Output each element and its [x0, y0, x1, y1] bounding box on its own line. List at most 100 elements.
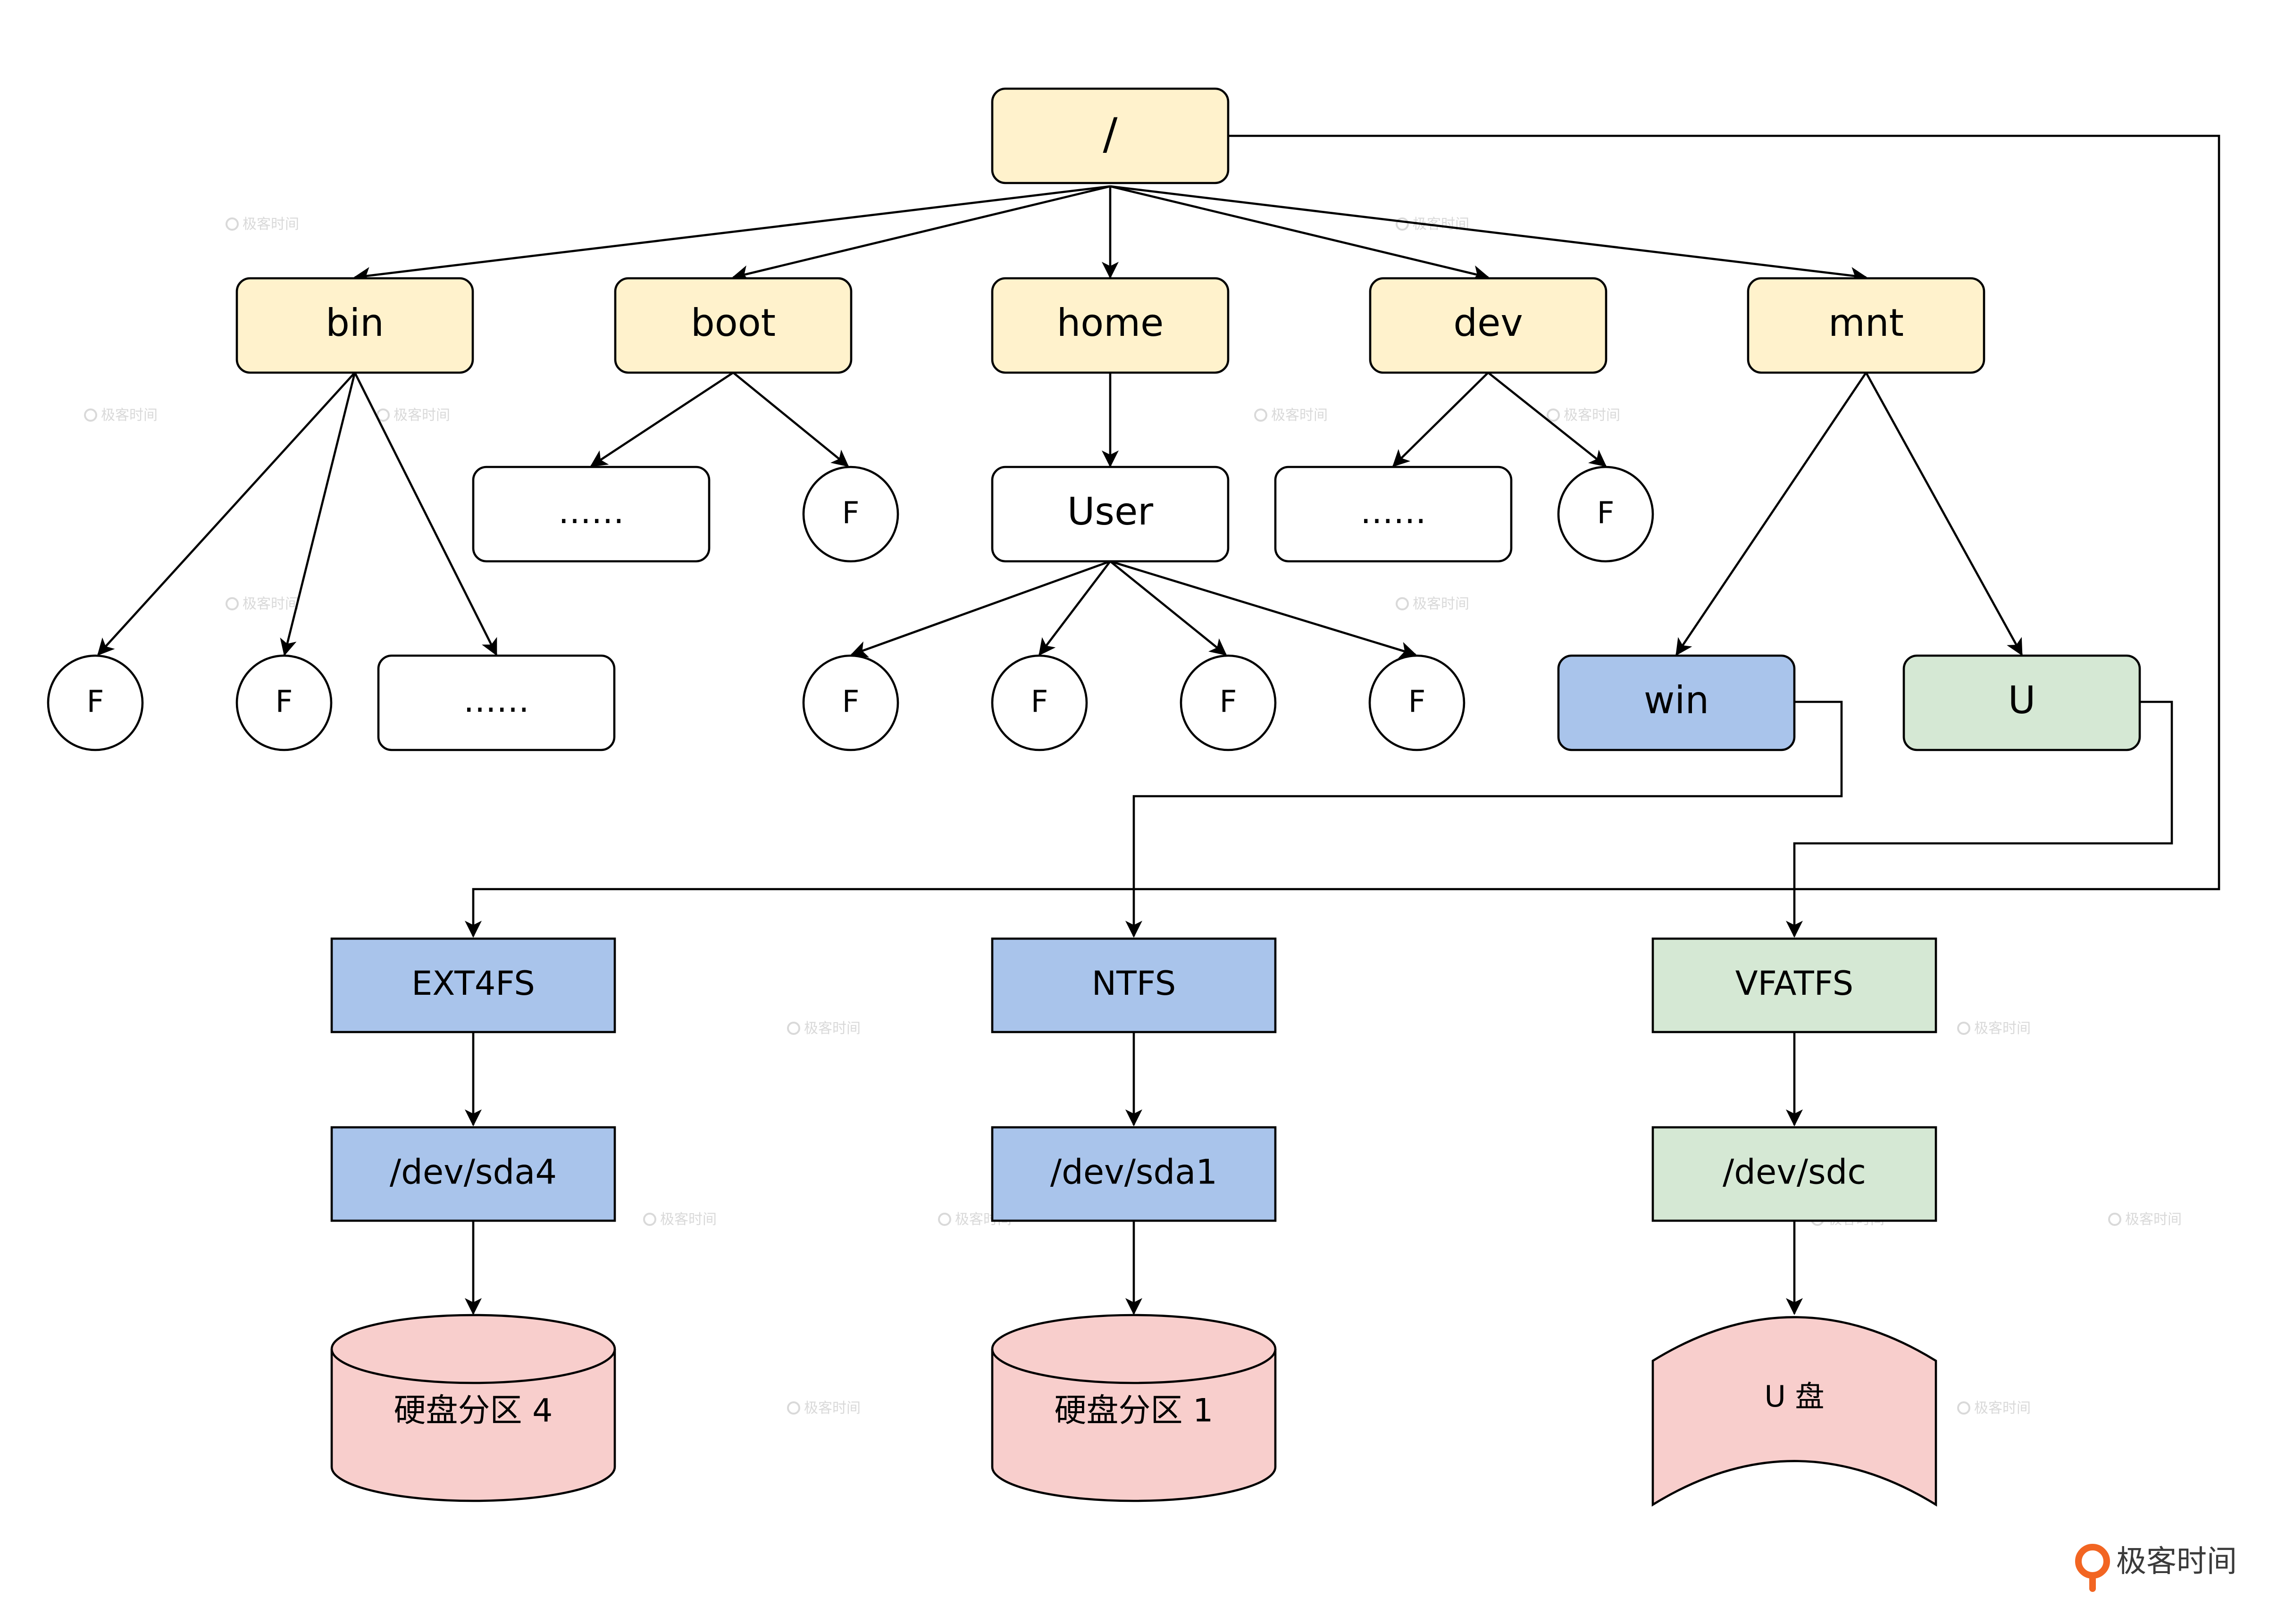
- svg-text:极客时间: 极客时间: [660, 1211, 717, 1228]
- edge-bin-f1: [97, 372, 356, 656]
- svg-text:home: home: [1057, 301, 1164, 345]
- svg-text:极客时间: 极客时间: [101, 407, 158, 424]
- node-user-f2[interactable]: F: [991, 654, 1088, 751]
- svg-text:/dev/sda4: /dev/sda4: [390, 1152, 557, 1192]
- edges: [97, 134, 2220, 1315]
- edge-root-mnt: [1110, 185, 1867, 284]
- svg-text:F: F: [1408, 685, 1426, 720]
- svg-text:极客时间: 极客时间: [804, 1020, 861, 1037]
- node-disk4[interactable]: 硬盘分区 4: [330, 1314, 616, 1502]
- node-user-f1[interactable]: F: [802, 654, 899, 751]
- node-sda4[interactable]: /dev/sda4: [330, 1126, 616, 1222]
- svg-text:……: ……: [1360, 492, 1426, 531]
- svg-text:极客时间: 极客时间: [804, 1400, 861, 1416]
- edge-boot-f: [732, 372, 849, 467]
- svg-text:F: F: [276, 685, 293, 720]
- svg-text:极客时间: 极客时间: [243, 596, 299, 612]
- svg-text:极客时间: 极客时间: [394, 407, 450, 424]
- node-ntfs[interactable]: NTFS: [991, 937, 1277, 1033]
- node-disk1[interactable]: 硬盘分区 1: [991, 1314, 1277, 1502]
- edge-dev-f: [1487, 372, 1607, 467]
- edge-root-dev: [1110, 185, 1490, 282]
- svg-text:VFATFS: VFATFS: [1735, 964, 1853, 1003]
- node-udisk[interactable]: U 盘: [1651, 1316, 1937, 1507]
- svg-text:User: User: [1067, 490, 1153, 533]
- svg-text:dev: dev: [1453, 301, 1523, 345]
- brand-logo: 极客时间: [2075, 1544, 2237, 1592]
- node-bin-f2[interactable]: F: [235, 654, 333, 751]
- svg-text:硬盘分区 1: 硬盘分区 1: [1055, 1392, 1214, 1430]
- watermark: 极客时间: [1547, 407, 1620, 424]
- node-sdc[interactable]: /dev/sdc: [1651, 1126, 1937, 1222]
- geektime-logo-icon: [2075, 1544, 2110, 1592]
- edge-bin-more: [353, 372, 498, 656]
- svg-text:F: F: [842, 685, 860, 720]
- disk-cylinder-icon: [991, 1314, 1277, 1502]
- edge-user-f2: [1038, 560, 1111, 656]
- nodes: / bin boot home dev mnt ……: [47, 87, 2141, 1507]
- edge-mnt-u: [1865, 372, 2023, 656]
- svg-text:硬盘分区 4: 硬盘分区 4: [394, 1392, 553, 1430]
- usb-storage-icon: [1651, 1316, 1937, 1507]
- svg-text:极客时间: 极客时间: [1413, 596, 1469, 612]
- node-sda1[interactable]: /dev/sda1: [991, 1126, 1277, 1222]
- node-user[interactable]: User: [991, 466, 1230, 563]
- svg-text:NTFS: NTFS: [1092, 964, 1176, 1003]
- edge-mnt-win: [1675, 372, 1867, 656]
- svg-text:/: /: [1103, 108, 1118, 159]
- svg-text:极客时间: 极客时间: [1974, 1400, 2031, 1416]
- edge-root-boot: [732, 185, 1111, 282]
- watermark: 极客时间: [1396, 216, 1469, 233]
- svg-text:/dev/sda1: /dev/sda1: [1050, 1152, 1217, 1192]
- node-dev-more[interactable]: ……: [1274, 466, 1513, 563]
- svg-text:极客时间: 极客时间: [2125, 1211, 2182, 1228]
- node-boot[interactable]: boot: [614, 277, 853, 374]
- watermark: 极客时间: [787, 1020, 861, 1037]
- node-ext4fs[interactable]: EXT4FS: [330, 937, 616, 1033]
- node-bin-more[interactable]: ……: [377, 654, 616, 751]
- node-bin-f1[interactable]: F: [47, 654, 144, 751]
- node-boot-more[interactable]: ……: [472, 466, 711, 563]
- svg-text:bin: bin: [326, 301, 384, 345]
- node-dev[interactable]: dev: [1369, 277, 1608, 374]
- watermark: 极客时间: [226, 596, 299, 612]
- watermark: 极客时间: [643, 1211, 717, 1228]
- node-win[interactable]: win: [1557, 654, 1796, 751]
- watermark: 极客时间: [2108, 1211, 2182, 1228]
- svg-text:……: ……: [463, 681, 529, 720]
- node-home[interactable]: home: [991, 277, 1230, 374]
- node-boot-f[interactable]: F: [802, 466, 899, 563]
- node-u[interactable]: U: [1902, 654, 2141, 751]
- edge-user-f1: [850, 560, 1111, 658]
- node-dev-f[interactable]: F: [1557, 466, 1654, 563]
- brand-name: 极客时间: [2116, 1544, 2237, 1579]
- svg-text:……: ……: [558, 492, 624, 531]
- edge-u-vfatfs: [1786, 700, 2173, 938]
- node-user-f3[interactable]: F: [1180, 654, 1277, 751]
- svg-text:F: F: [842, 496, 860, 531]
- node-mnt[interactable]: mnt: [1747, 277, 1985, 374]
- svg-text:boot: boot: [691, 301, 776, 345]
- svg-text:U: U: [2008, 678, 2036, 722]
- svg-text:win: win: [1644, 678, 1709, 722]
- edge-user-f4: [1110, 560, 1417, 658]
- edge-root-bin: [353, 185, 1111, 284]
- edge-bin-f2: [280, 372, 356, 656]
- svg-text:mnt: mnt: [1828, 301, 1904, 345]
- svg-text:/dev/sdc: /dev/sdc: [1723, 1152, 1866, 1192]
- svg-text:极客时间: 极客时间: [1564, 407, 1620, 424]
- node-user-f4[interactable]: F: [1368, 654, 1465, 751]
- watermark: 极客时间: [787, 1400, 861, 1416]
- node-root[interactable]: /: [991, 87, 1230, 184]
- disk-cylinder-icon: [330, 1314, 616, 1502]
- node-bin[interactable]: bin: [235, 277, 474, 374]
- node-vfatfs[interactable]: VFATFS: [1651, 937, 1937, 1033]
- watermark: 极客时间: [226, 216, 299, 233]
- svg-text:极客时间: 极客时间: [243, 216, 299, 233]
- svg-text:U 盘: U 盘: [1764, 1379, 1824, 1414]
- edge-boot-more: [590, 372, 734, 467]
- svg-text:EXT4FS: EXT4FS: [411, 964, 535, 1003]
- watermark: 极客时间: [377, 407, 450, 424]
- watermark: 极客时间: [1957, 1400, 2031, 1416]
